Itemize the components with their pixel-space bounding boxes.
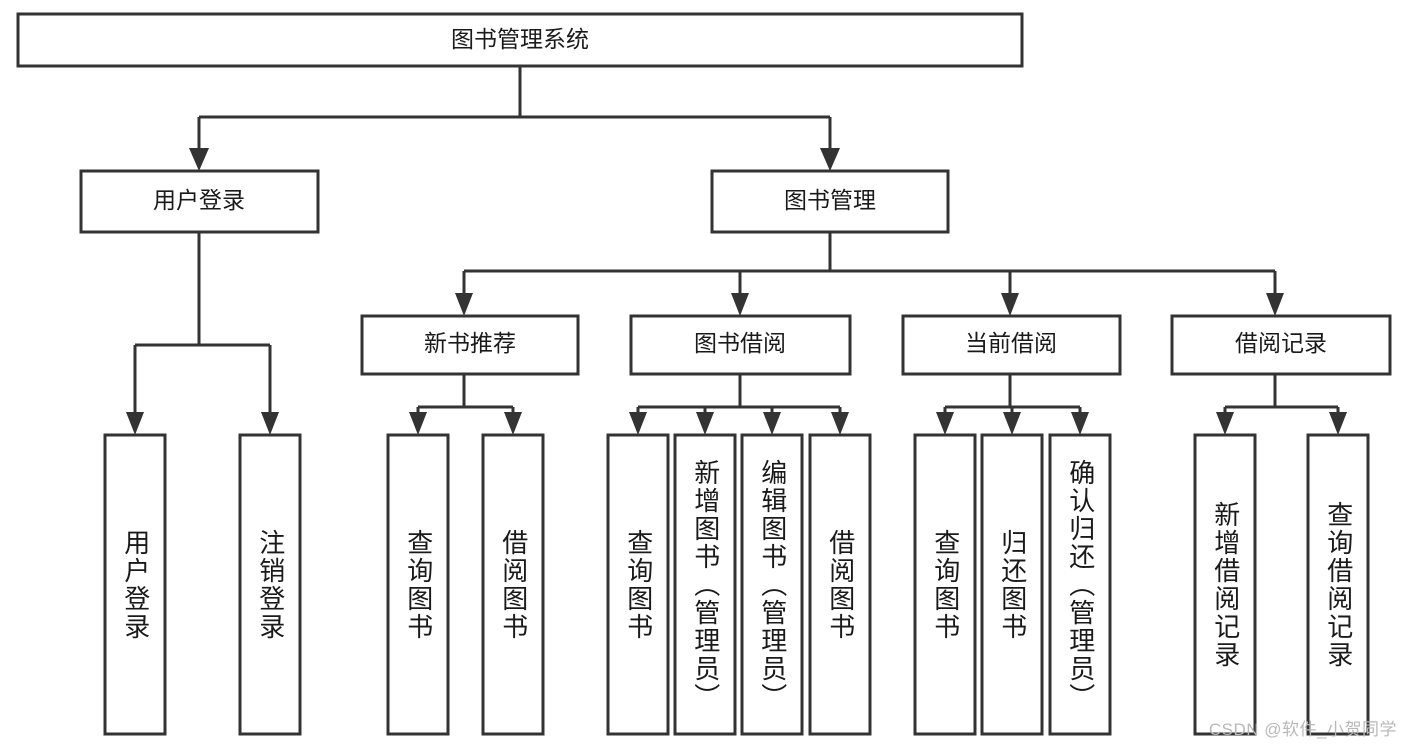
node-book-borrow-box[interactable]: [629, 314, 852, 376]
leaf-query-book-1-box[interactable]: [386, 433, 450, 736]
arrow-head-icon: [763, 412, 781, 435]
leaf-add-book-box[interactable]: [673, 433, 737, 736]
arrow-head-icon: [1071, 412, 1089, 435]
node-book-management-box[interactable]: [710, 169, 950, 234]
node-user-login-label: 用户登录: [153, 187, 245, 213]
edges-root-to-level2: [189, 66, 840, 171]
arrow-head-icon: [189, 148, 209, 171]
arrow-head-icon: [629, 412, 647, 435]
leaf-add-record-box[interactable]: [1193, 433, 1257, 736]
arrow-head-icon: [1216, 412, 1234, 435]
node-book-borrow[interactable]: 图书借阅: [629, 314, 852, 376]
node-borrow-record-box[interactable]: [1170, 314, 1392, 376]
leaf-logout-login-box[interactable]: [238, 433, 302, 736]
leaf-query-record-box[interactable]: [1306, 433, 1370, 736]
arrow-head-icon: [1329, 412, 1347, 435]
node-root-label: 图书管理系统: [451, 26, 589, 52]
node-new-book-recommend[interactable]: 新书推荐: [360, 314, 580, 376]
arrow-head-icon: [261, 412, 279, 435]
arrow-head-icon: [831, 412, 849, 435]
leaf-query-book-2-box[interactable]: [606, 433, 670, 736]
node-new-book-recommend-box[interactable]: [360, 314, 580, 376]
arrow-head-icon: [126, 412, 144, 435]
node-current-borrow-box[interactable]: [901, 314, 1122, 376]
leaf-confirm-return-box[interactable]: [1048, 433, 1112, 736]
leaf-return-book-box[interactable]: [980, 433, 1044, 736]
edges-book-borrow-to-leaves: [629, 374, 849, 435]
node-borrow-record[interactable]: 借阅记录: [1170, 314, 1392, 376]
arrow-head-icon: [696, 412, 714, 435]
arrow-head-icon: [455, 293, 473, 316]
node-book-management[interactable]: 图书管理: [710, 169, 950, 234]
arrow-head-icon: [820, 148, 840, 171]
edges-user-login-to-leaves: [126, 232, 279, 435]
arrow-head-icon: [409, 412, 427, 435]
leaf-borrow-book-2-box[interactable]: [808, 433, 872, 736]
node-root-box[interactable]: [16, 12, 1024, 68]
edges-borrow-record-to-leaves: [1216, 374, 1347, 435]
edges-book-management-to-level3: [455, 232, 1284, 316]
node-book-management-label: 图书管理: [784, 187, 876, 213]
leaf-boxes: [103, 433, 1370, 736]
arrow-head-icon: [1003, 412, 1021, 435]
node-user-login[interactable]: 用户登录: [79, 169, 320, 234]
arrow-head-icon: [1266, 293, 1284, 316]
arrow-head-icon: [504, 412, 522, 435]
node-current-borrow[interactable]: 当前借阅: [901, 314, 1122, 376]
node-user-login-box[interactable]: [79, 169, 320, 234]
watermark-text: CSDN @软件_小贺同学: [1208, 720, 1397, 739]
node-current-borrow-label: 当前借阅: [965, 330, 1057, 356]
arrow-head-icon: [731, 293, 749, 316]
edges-new-book-recommend-to-leaves: [409, 374, 522, 435]
node-book-borrow-label: 图书借阅: [694, 330, 786, 356]
arrow-head-icon: [936, 412, 954, 435]
node-borrow-record-label: 借阅记录: [1235, 330, 1327, 356]
node-new-book-recommend-label: 新书推荐: [424, 330, 516, 356]
node-root[interactable]: 图书管理系统: [16, 12, 1024, 68]
leaf-query-book-3-box[interactable]: [913, 433, 977, 736]
leaf-edit-book-box[interactable]: [740, 433, 804, 736]
arrow-head-icon: [1001, 293, 1019, 316]
leaf-borrow-book-1-box[interactable]: [481, 433, 545, 736]
edges-current-borrow-to-leaves: [936, 374, 1089, 435]
leaf-user-login-box[interactable]: [103, 433, 167, 736]
